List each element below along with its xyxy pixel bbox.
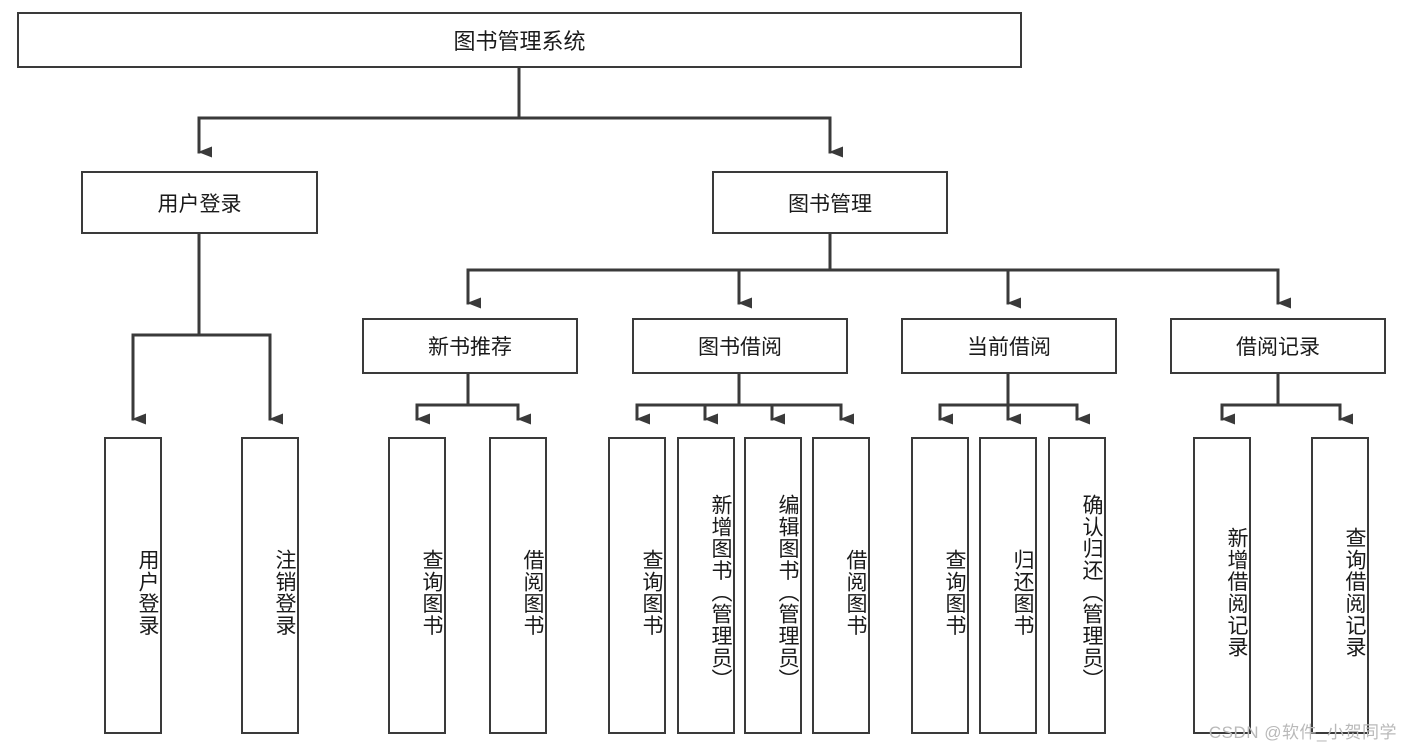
leaf-borrow-record-query-record[interactable]: 查询借阅记录: [1311, 437, 1369, 734]
leaf-label: 新增图书（管理员）: [709, 494, 732, 691]
leaf-label: 查询图书: [420, 548, 443, 637]
leaf-label: 查询图书: [943, 548, 966, 637]
leaf-label: 编辑图书（管理员）: [776, 494, 799, 691]
node-book-borrow[interactable]: 图书借阅: [632, 318, 848, 374]
leaf-label: 归还图书: [1011, 548, 1034, 637]
node-root-system[interactable]: 图书管理系统: [17, 12, 1022, 68]
node-current-borrow[interactable]: 当前借阅: [901, 318, 1117, 374]
watermark-credit: CSDN @软件_小贺同学: [1208, 723, 1397, 742]
leaf-current-borrow-return-book[interactable]: 归还图书: [979, 437, 1037, 734]
leaf-label: 注销登录: [273, 548, 296, 637]
leaf-label: 用户登录: [136, 548, 159, 637]
leaf-label: 借阅图书: [844, 548, 867, 637]
leaf-book-borrow-edit-book-admin[interactable]: 编辑图书（管理员）: [744, 437, 802, 734]
leaf-book-borrow-add-book-admin[interactable]: 新增图书（管理员）: [677, 437, 735, 734]
leaf-new-book-borrow-book[interactable]: 借阅图书: [489, 437, 547, 734]
leaf-borrow-record-add-record[interactable]: 新增借阅记录: [1193, 437, 1251, 734]
leaf-label: 查询图书: [640, 548, 663, 637]
leaf-new-book-query-book[interactable]: 查询图书: [388, 437, 446, 734]
leaf-label: 新增借阅记录: [1225, 526, 1248, 659]
leaf-current-borrow-query-book[interactable]: 查询图书: [911, 437, 969, 734]
leaf-label: 查询借阅记录: [1343, 526, 1366, 659]
node-user-login[interactable]: 用户登录: [81, 171, 318, 234]
leaf-label: 确认归还（管理员）: [1080, 494, 1103, 691]
leaf-user-login-logout[interactable]: 注销登录: [241, 437, 299, 734]
leaf-book-borrow-borrow-book[interactable]: 借阅图书: [812, 437, 870, 734]
node-book-management[interactable]: 图书管理: [712, 171, 948, 234]
node-borrow-record[interactable]: 借阅记录: [1170, 318, 1386, 374]
node-new-book-recommend[interactable]: 新书推荐: [362, 318, 578, 374]
leaf-current-borrow-confirm-return-admin[interactable]: 确认归还（管理员）: [1048, 437, 1106, 734]
leaf-label: 借阅图书: [521, 548, 544, 637]
leaf-user-login-login[interactable]: 用户登录: [104, 437, 162, 734]
leaf-book-borrow-query-book[interactable]: 查询图书: [608, 437, 666, 734]
